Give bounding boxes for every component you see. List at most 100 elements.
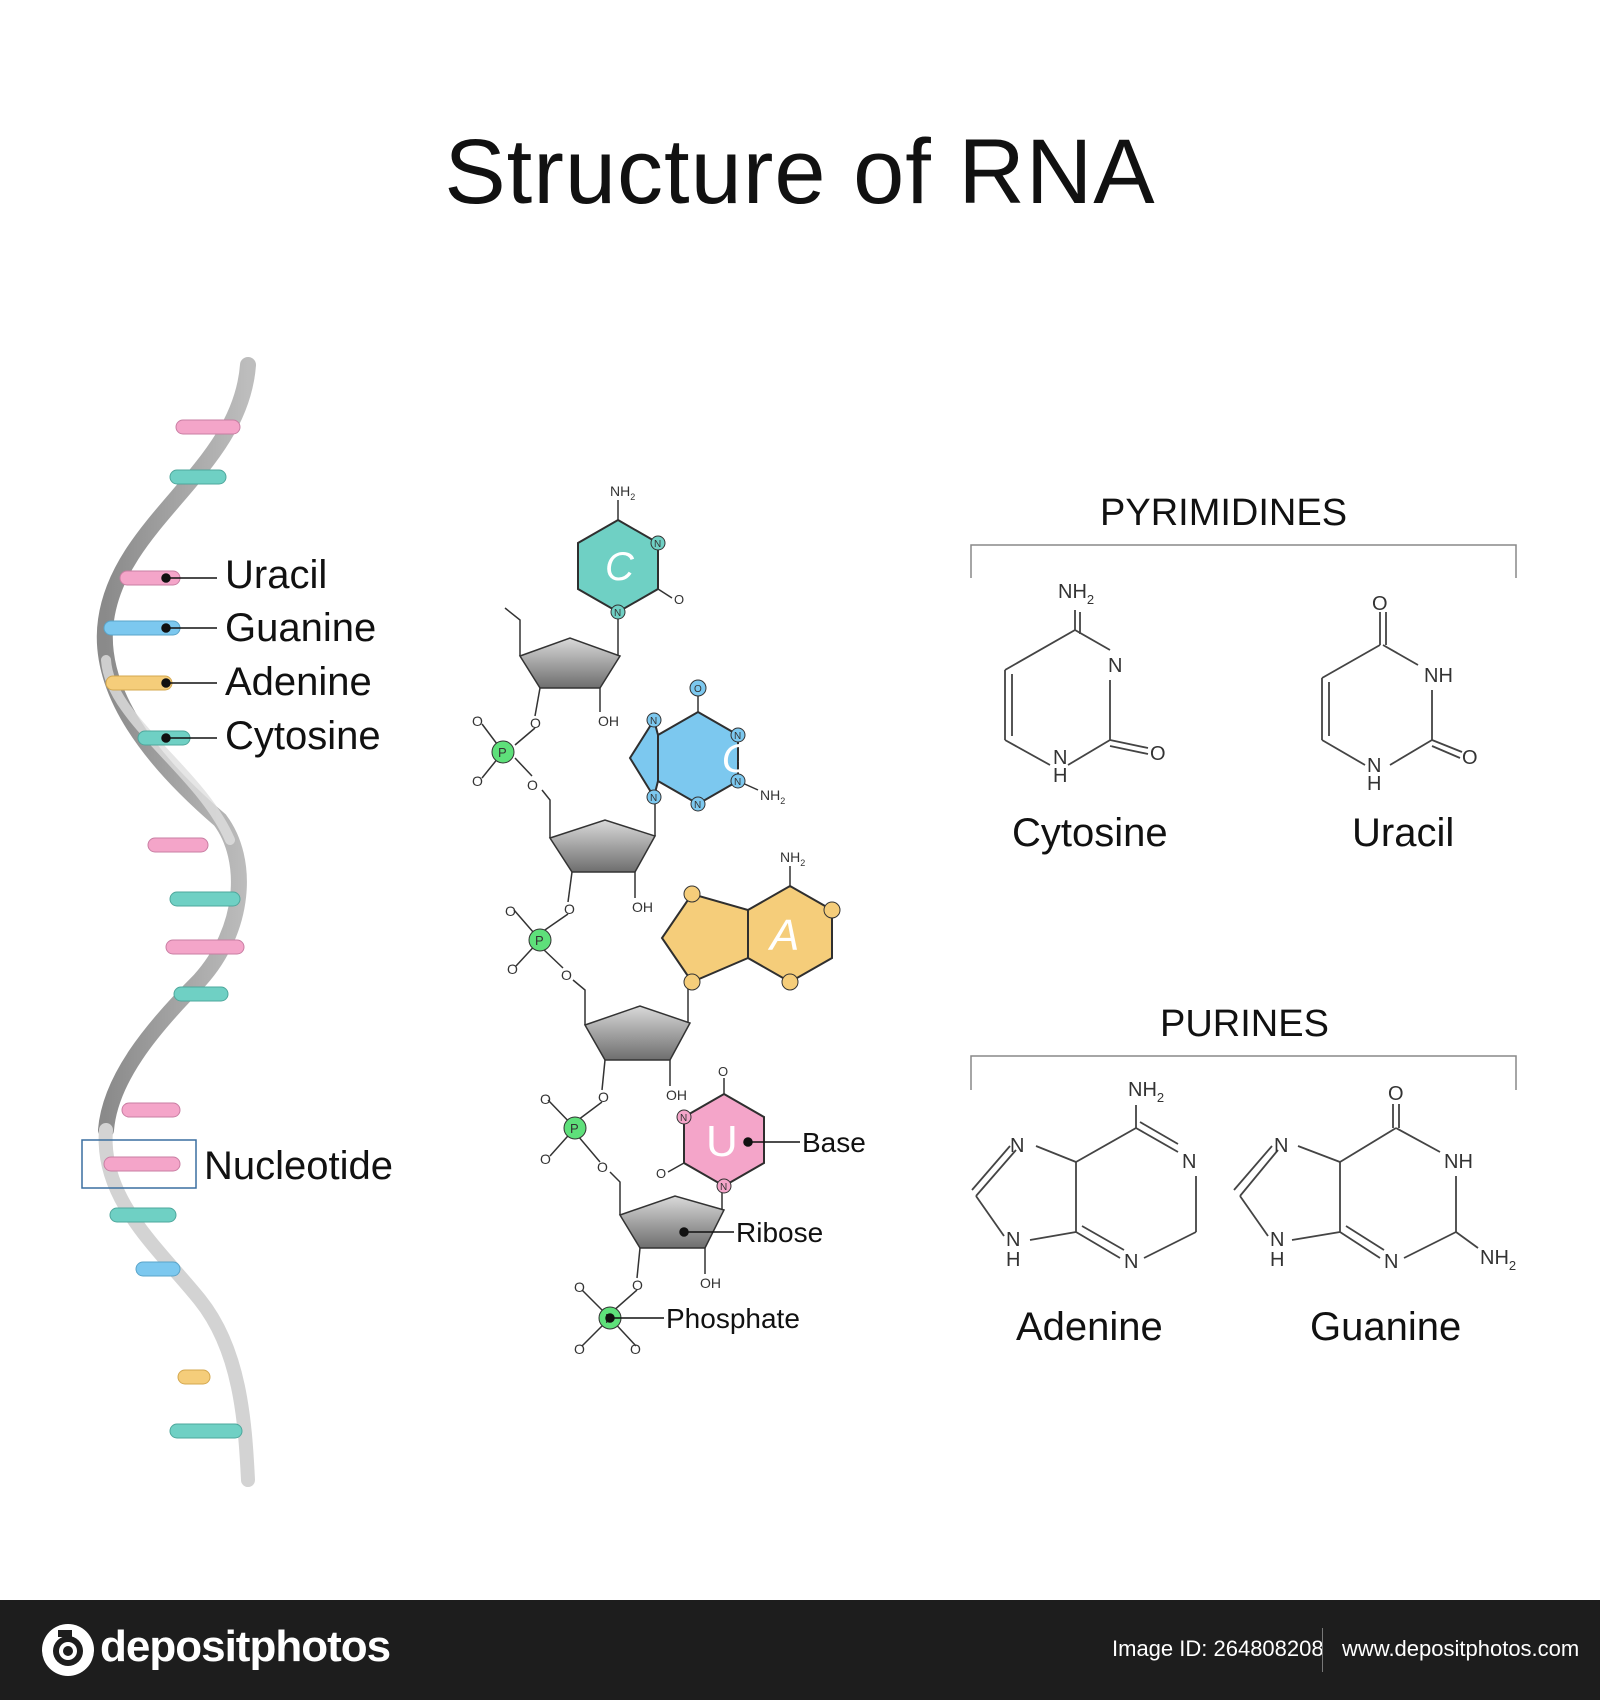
- adenine-label: Adenine: [1016, 1305, 1163, 1349]
- atom-n: N: [650, 716, 657, 727]
- gua-n3: N: [1384, 1251, 1398, 1273]
- helix-backbone-dark: [96, 357, 256, 1138]
- ade-h: H: [1006, 1249, 1020, 1271]
- atom-oh: OH: [666, 1087, 687, 1103]
- strand-base-cytosine: N N O NH2 C: [577, 483, 684, 620]
- rna-strand: P P P P O OH O O O O OH O O O O OH O O O…: [472, 483, 866, 1357]
- purines-heading: PURINES: [1160, 1003, 1329, 1045]
- helix-label-nucleotide: Nucleotide: [204, 1144, 393, 1188]
- atom-o: O: [527, 777, 538, 793]
- ribose-ring: [618, 1195, 726, 1249]
- atom-o: O: [472, 773, 483, 789]
- atom-o: O: [674, 592, 684, 607]
- atom-o: O: [540, 1151, 551, 1167]
- label-phosphate: Phosphate: [666, 1303, 800, 1334]
- atom-o: O: [530, 715, 541, 731]
- ade-n9: N: [1006, 1229, 1020, 1251]
- gua-n7: N: [1274, 1135, 1288, 1157]
- gua-nh2: NH2: [1480, 1247, 1516, 1273]
- backbone-bond: [504, 607, 521, 656]
- backbone-bond: [609, 1171, 621, 1215]
- leader-dot: [161, 623, 171, 633]
- guanine-structure: [1233, 1104, 1479, 1259]
- pyrimidines-heading: PYRIMIDINES: [1100, 492, 1347, 534]
- helix-label-guanine: Guanine: [225, 606, 376, 650]
- phosphate-p: P: [498, 745, 507, 760]
- leader-dot: [161, 573, 171, 583]
- helix-label-uracil: Uracil: [225, 553, 327, 597]
- nucleotide-box: [81, 1139, 197, 1189]
- leader-dot: [605, 1313, 615, 1323]
- atom-oh: OH: [598, 713, 619, 729]
- strand-base-adenine: NH2 A: [660, 849, 841, 991]
- atom-o: O: [472, 713, 483, 729]
- uracil-label: Uracil: [1352, 811, 1454, 855]
- atom-o: O: [632, 1277, 643, 1293]
- cyt-nh2: NH2: [1058, 581, 1094, 607]
- helix-rung: [169, 469, 227, 485]
- helix-rung: [173, 986, 229, 1002]
- site-url-link[interactable]: www.depositphotos.com: [1342, 1636, 1580, 1661]
- atom-n: N: [650, 793, 657, 804]
- ade-n7: N: [1010, 1135, 1024, 1157]
- atom-n: N: [614, 608, 621, 619]
- atom-o: O: [561, 967, 572, 983]
- backbone-bond: [636, 1247, 641, 1279]
- cytosine-label: Cytosine: [1012, 811, 1168, 855]
- logo-text[interactable]: depositphotos: [100, 1622, 391, 1671]
- ura-o-top: O: [1372, 593, 1388, 615]
- strand-base-guanine: O N N N N N NH2 G: [628, 679, 785, 812]
- atom-nh2: NH2: [760, 787, 785, 806]
- ade-n3: N: [1124, 1251, 1138, 1273]
- backbone-bond: [541, 789, 551, 838]
- guanine-label: Guanine: [1310, 1305, 1461, 1349]
- gua-h: H: [1270, 1249, 1284, 1271]
- backbone-bond: [541, 947, 564, 969]
- base-letter-u: U: [706, 1117, 738, 1166]
- atom-n: N: [694, 800, 701, 811]
- base-letter-a: A: [767, 911, 799, 960]
- backbone-bond: [572, 979, 586, 1025]
- helix-label-cytosine: Cytosine: [225, 714, 381, 758]
- label-base: Base: [802, 1127, 866, 1158]
- footer-bar: depositphotos Image ID: 264808208 www.de…: [0, 1600, 1600, 1700]
- phosphate-circle: [491, 740, 515, 764]
- backbone-bond: [514, 757, 533, 777]
- leader-dot: [161, 733, 171, 743]
- ade-nh2: NH2: [1128, 1079, 1164, 1105]
- pyrimidines-panel: PYRIMIDINES NH2 N O N H Cytosine: [970, 492, 1517, 855]
- backbone-bond: [567, 871, 573, 903]
- gua-nh: NH: [1444, 1151, 1473, 1173]
- uracil-structure: [1321, 612, 1463, 766]
- helix-rung: [121, 1102, 181, 1118]
- helix-rung: [175, 419, 241, 435]
- strand-base-uracil: N N O O U: [656, 1064, 765, 1194]
- atom-o: O: [598, 1089, 609, 1105]
- base-letter-g: G: [722, 737, 753, 781]
- backbone-bond: [601, 1059, 606, 1091]
- atom-o: O: [505, 903, 516, 919]
- atom-o: O: [564, 901, 575, 917]
- cyt-o: O: [1150, 743, 1166, 765]
- backbone-bond: [514, 727, 536, 746]
- atom-o: O: [507, 961, 518, 977]
- helix-rung: [147, 837, 209, 853]
- phosphate-p: P: [535, 933, 544, 948]
- ura-nh: NH: [1424, 665, 1453, 687]
- atom-n: N: [680, 1113, 687, 1124]
- phosphate-circle: [563, 1116, 587, 1140]
- atom-nh2: NH2: [780, 849, 805, 868]
- helix-rung: [177, 1369, 211, 1385]
- atom-n: N: [734, 777, 741, 788]
- gua-n9: N: [1270, 1229, 1284, 1251]
- label-ribose: Ribose: [736, 1217, 823, 1248]
- atom-n: N: [734, 731, 741, 742]
- backbone-bond: [577, 1101, 603, 1121]
- adenine-structure: [971, 1105, 1197, 1259]
- helix-rung: [169, 891, 241, 907]
- phosphate-p: P: [570, 1121, 579, 1136]
- rna-diagram: Uracil Guanine Adenine Cytosine Nucleoti…: [81, 357, 1517, 1487]
- leader-dot: [161, 678, 171, 688]
- image-id-text: Image ID: 264808208: [1112, 1636, 1324, 1661]
- leader-dot: [743, 1137, 753, 1147]
